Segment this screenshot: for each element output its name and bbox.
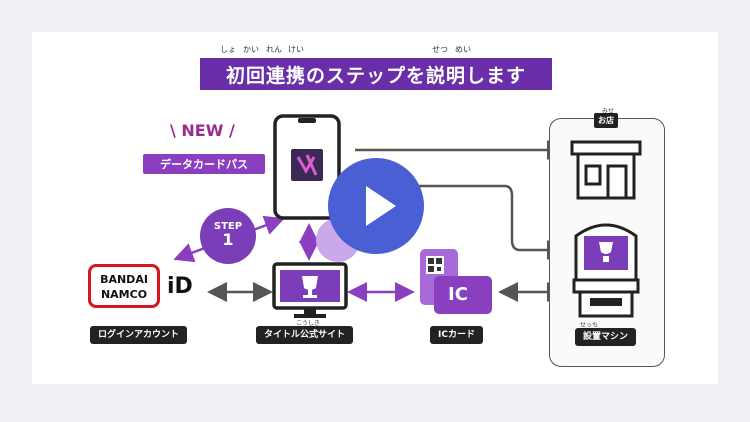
logo-line1: BANDAI [100, 273, 148, 286]
ruby-sho: しょ [220, 45, 236, 54]
title-site-ruby: こうしき [296, 320, 321, 327]
monitor-trophy-icon [272, 262, 348, 318]
logo-line2: NAMCO [100, 288, 148, 301]
shop-label: お店 [594, 113, 618, 128]
shop-icon [570, 140, 642, 200]
ruby-setsu: せつ [432, 45, 448, 54]
page-title: 初回連携のステップを説明します [200, 58, 552, 90]
login-account-label: ログインアカウント [90, 326, 188, 344]
ic-card-label: ICカード [430, 326, 483, 344]
smartphone-icon [273, 114, 341, 220]
arcade-machine-icon [572, 223, 640, 318]
title-site-label: タイトル公式サイト [256, 326, 354, 344]
bandai-namco-logo: BANDAI NAMCO [88, 264, 160, 308]
machine-ruby: せっち [580, 322, 599, 329]
ruby-mei: めい [455, 45, 471, 54]
bandai-id-text: iD [167, 274, 193, 299]
play-button[interactable] [328, 158, 424, 254]
shop-ruby: みせ [602, 108, 615, 115]
machine-label: 設置マシン [575, 328, 637, 346]
ruby-ren: れん [266, 45, 282, 54]
step-label: STEP [213, 221, 243, 232]
new-badge: \ NEW / [170, 121, 235, 140]
ruby-kei: けい [288, 45, 304, 54]
step-number: 1 [222, 230, 234, 249]
ic-card-icon: IC [434, 276, 492, 314]
data-card-pass-label: データカードパス [143, 154, 265, 174]
ruby-kai: かい [243, 45, 259, 54]
qr-code-icon [426, 256, 444, 274]
step-badge: STEP 1 [200, 208, 256, 264]
